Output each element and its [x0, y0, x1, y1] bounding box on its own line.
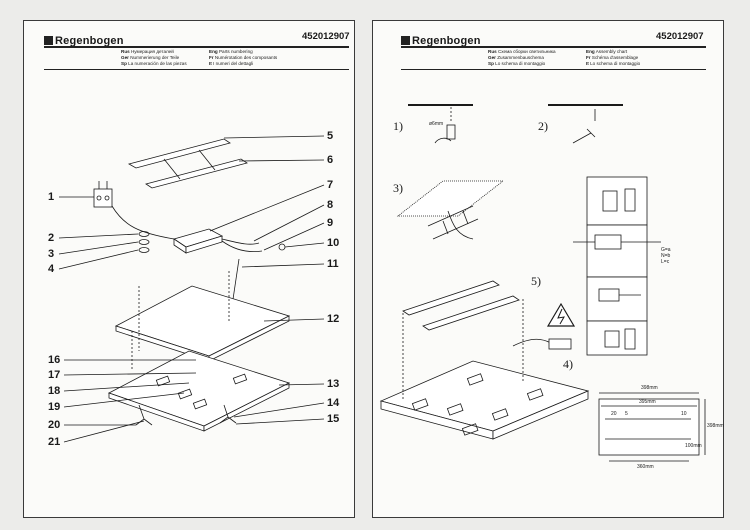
wiring-label: N=b — [661, 253, 671, 259]
electrical-warning-icon — [546, 302, 576, 327]
terminal-block — [93, 188, 113, 208]
part-number: 14 — [327, 397, 340, 409]
lang-row: Fr Schéma d'assemblage — [586, 55, 639, 61]
step-label: 1) — [393, 119, 403, 133]
lang-row: Rus Схема сборки светильника — [488, 49, 556, 54]
mounting-bracket — [422, 295, 520, 331]
washer — [138, 231, 150, 237]
header-rule — [401, 46, 706, 48]
brand-name: Regenbogen — [412, 35, 481, 47]
part-number: 3 — [48, 248, 55, 260]
brand-logo: Regenbogen — [401, 35, 481, 47]
part-number: 19 — [48, 401, 61, 413]
part-number: 15 — [327, 413, 340, 425]
parts-numbering-page: Regenbogen 452012907 Rus Нумерация детал… — [23, 20, 355, 518]
wiring-label: G=a — [661, 247, 671, 253]
lang-row: Sp La numeración de las piezas — [121, 61, 187, 67]
part-number: 16 — [48, 354, 61, 366]
assembly-drawing — [379, 104, 706, 462]
title-languages-left: Rus Нумерация деталей Ger Nummerierung d… — [121, 49, 187, 68]
mounting-bracket — [145, 158, 248, 189]
part-number: 12 — [327, 313, 340, 325]
part-number: 10 — [327, 237, 340, 249]
part-number: 13 — [327, 378, 340, 390]
lang-row: It I numeri del dettagli — [209, 61, 254, 67]
lang-row: Rus Нумерация деталей — [121, 49, 174, 54]
assembly-chart-page: Regenbogen 452012907 Rus Схема сборки св… — [372, 20, 724, 518]
article-code: 452012907 — [656, 31, 704, 42]
dimension-label: 398mm — [707, 423, 724, 429]
part-number: 7 — [327, 179, 334, 191]
part-number: 4 — [48, 263, 55, 275]
part-number: 21 — [48, 436, 61, 448]
dimension-label: 10 — [681, 411, 687, 417]
lang-row: Eng Assembly chart — [586, 49, 628, 54]
part-number: 8 — [327, 199, 334, 211]
lang-row: It Lo schema di montaggio — [586, 61, 641, 67]
dimension-label: 360mm — [637, 464, 654, 470]
part-number: 1 — [48, 191, 55, 203]
part-number: 11 — [327, 258, 339, 270]
dimension-top-view — [598, 398, 700, 456]
step-label: 5) — [531, 274, 541, 288]
light-panel — [107, 350, 291, 427]
lang-row: Ger Zusammenbauschema — [488, 55, 544, 61]
dimension-label: 5 — [625, 411, 628, 417]
part-number: 6 — [327, 154, 334, 166]
lang-row: Eng Parts numbering — [209, 49, 253, 54]
brand-name: Regenbogen — [55, 35, 124, 47]
lang-row: Fr Numérotation des composants — [209, 55, 278, 61]
header-rule-bottom — [401, 69, 706, 70]
mounting-bracket — [127, 138, 231, 169]
title-languages-right: Eng Parts numbering Fr Numérotation des … — [209, 49, 277, 68]
light-panel — [379, 360, 590, 432]
wiring-label: L=c — [661, 259, 670, 265]
step-label: 4) — [563, 357, 573, 371]
title-languages-right: Eng Assembly chart Fr Schéma d'assemblag… — [586, 49, 640, 68]
step-label: 3) — [393, 181, 403, 195]
step-label: 2) — [538, 119, 548, 133]
part-number: 17 — [48, 369, 61, 381]
part-number: 2 — [48, 232, 55, 244]
part-number: 5 — [327, 130, 334, 142]
mounting-bracket — [402, 280, 500, 316]
drill-size-label: ø6mm — [429, 121, 444, 127]
title-languages-left: Rus Схема сборки светильника Ger Zusamme… — [488, 49, 556, 68]
dimension-label: 398mm — [641, 385, 658, 391]
article-code: 452012907 — [302, 31, 350, 42]
header-rule — [44, 46, 349, 48]
brand-logo: Regenbogen — [44, 35, 124, 47]
dimension-label: 395mm — [639, 399, 656, 405]
washer — [138, 239, 150, 245]
header-rule-bottom — [44, 69, 349, 70]
part-number: 20 — [48, 419, 61, 431]
part-number: 18 — [48, 385, 61, 397]
brand-mark-icon — [401, 36, 410, 45]
washer — [138, 247, 150, 253]
dimension-label: 100mm — [685, 443, 702, 449]
brand-mark-icon — [44, 36, 53, 45]
ceiling-plate — [114, 285, 291, 357]
exploded-view-drawing — [58, 135, 325, 443]
lang-row: Ger Nummerierung der Teile — [121, 55, 180, 61]
lang-row: Sp Lo schema di montaggio — [488, 61, 546, 67]
dimension-label: 20 — [611, 411, 617, 417]
part-number: 9 — [327, 217, 334, 229]
